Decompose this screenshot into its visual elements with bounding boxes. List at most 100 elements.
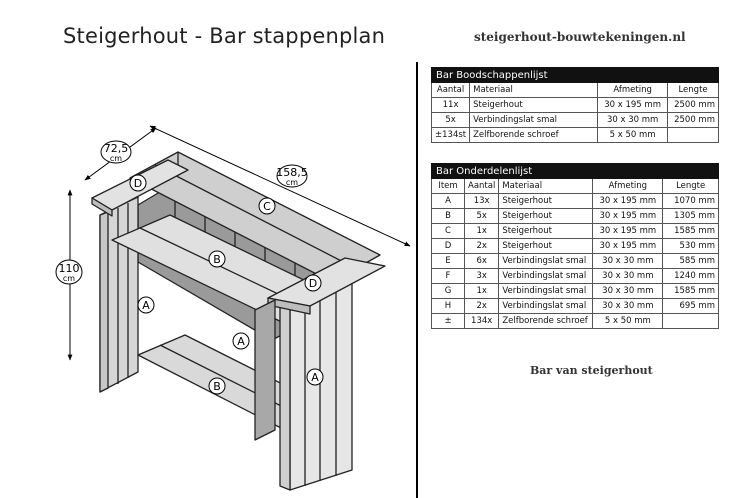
cell-lengte: 585 mm	[662, 253, 719, 269]
part-label-b: B	[213, 253, 221, 266]
side-panel-left-face	[99, 211, 109, 393]
part-label-b: B	[213, 380, 221, 393]
cell-aantal: 134x	[463, 313, 500, 329]
cell-aantal: ±134st	[430, 127, 471, 143]
column-header: Item	[431, 178, 465, 194]
cell-afmeting: 30 x 30 mm	[592, 298, 664, 314]
cell-materiaal: Steigerhout	[498, 238, 594, 254]
cell-afmeting: 30 x 195 mm	[592, 193, 664, 209]
cell-afmeting: 5 x 50 mm	[597, 127, 669, 143]
cell-afmeting: 30 x 195 mm	[592, 208, 664, 224]
page-title: Steigerhout - Bar stappenplan	[63, 24, 386, 48]
cell-materiaal: Verbindingslat smal	[498, 253, 594, 269]
column-header: Aantal	[430, 82, 471, 98]
cell-item: ±	[431, 313, 465, 329]
cell-aantal: 13x	[463, 193, 500, 209]
cell-materiaal: Steigerhout	[469, 97, 599, 113]
cell-materiaal: Steigerhout	[498, 208, 594, 224]
cell-afmeting: 5 x 50 mm	[592, 313, 664, 329]
column-header: Materiaal	[498, 178, 594, 194]
cell-aantal: 2x	[463, 238, 500, 254]
column-header: Afmeting	[592, 178, 664, 194]
cell-aantal: 11x	[430, 97, 471, 113]
shopping-list-table: Bar Boodschappenlijst Aantal Materiaal A…	[430, 67, 719, 143]
cell-afmeting: 30 x 195 mm	[597, 97, 669, 113]
cell-lengte: 1585 mm	[662, 283, 719, 299]
parts-list-title: Bar Onderdelenlijst	[431, 163, 719, 179]
table-row: ±134st Zelfborende schroef 5 x 50 mm	[430, 127, 719, 143]
inner-partition	[254, 299, 276, 441]
cell-afmeting: 30 x 30 mm	[592, 268, 664, 284]
cell-lengte: 695 mm	[662, 298, 719, 314]
part-label-a: A	[311, 371, 319, 384]
cell-lengte	[662, 313, 719, 329]
cell-lengte: 2500 mm	[667, 97, 719, 113]
cell-item: F	[431, 268, 465, 284]
cell-afmeting: 30 x 195 mm	[592, 223, 664, 239]
column-header: Afmeting	[597, 82, 669, 98]
cell-aantal: 6x	[463, 253, 500, 269]
cell-lengte: 1585 mm	[662, 223, 719, 239]
cell-lengte: 530 mm	[662, 238, 719, 254]
cell-materiaal: Steigerhout	[498, 223, 594, 239]
column-header: Lengte	[667, 82, 719, 98]
shopping-list-title: Bar Boodschappenlijst	[431, 67, 719, 83]
cell-afmeting: 30 x 30 mm	[592, 253, 664, 269]
cell-item: A	[431, 193, 465, 209]
cell-materiaal: Verbindingslat smal	[498, 283, 594, 299]
cell-materiaal: Verbindingslat smal	[498, 298, 594, 314]
table-title: Onderdelenlijst	[456, 165, 533, 177]
parts-list-table: Bar Onderdelenlijst Item Aantal Materiaa…	[431, 163, 719, 329]
depth-value: 72,5	[104, 142, 129, 155]
column-header: Lengte	[662, 178, 719, 194]
column-header: Materiaal	[469, 82, 599, 98]
cell-item: D	[431, 238, 465, 254]
table-row: 5x Verbindingslat smal 30 x 30 mm 2500 m…	[430, 112, 719, 128]
cell-item: B	[431, 208, 465, 224]
table-row: 11x Steigerhout 30 x 195 mm 2500 mm	[430, 97, 719, 113]
cell-item: H	[431, 298, 465, 314]
cell-item: C	[431, 223, 465, 239]
cell-aantal: 2x	[463, 298, 500, 314]
cell-afmeting: 30 x 30 mm	[597, 112, 669, 128]
cell-aantal: 3x	[463, 268, 500, 284]
part-label-c: C	[263, 200, 271, 213]
width-dimension-line	[149, 125, 411, 247]
part-label-d: D	[309, 277, 317, 290]
website-url[interactable]: steigerhout-bouwtekeningen.nl	[474, 30, 686, 44]
width-value: 158,5	[276, 166, 308, 179]
cell-lengte: 1240 mm	[662, 268, 719, 284]
cell-materiaal: Verbindingslat smal	[498, 268, 594, 284]
cell-lengte: 1305 mm	[662, 208, 719, 224]
cell-materiaal: Zelfborende schroef	[469, 127, 599, 143]
cell-afmeting: 30 x 30 mm	[592, 283, 664, 299]
part-label-d: D	[134, 177, 142, 190]
depth-unit: cm	[110, 154, 122, 163]
cell-lengte: 1070 mm	[662, 193, 719, 209]
cell-lengte: 2500 mm	[667, 112, 719, 128]
height-value: 110	[59, 262, 80, 275]
column-header: Aantal	[463, 178, 500, 194]
cell-materiaal: Verbindingslat smal	[469, 112, 599, 128]
cell-aantal: 5x	[430, 112, 471, 128]
cell-materiaal: Steigerhout	[498, 193, 594, 209]
table-title-prefix: Bar	[436, 69, 454, 81]
cell-afmeting: 30 x 195 mm	[592, 238, 664, 254]
cell-lengte	[667, 127, 719, 143]
cell-aantal: 5x	[463, 208, 500, 224]
cell-item: G	[431, 283, 465, 299]
part-label-a: A	[237, 335, 245, 348]
vertical-divider	[416, 62, 418, 498]
table-title-prefix: Bar	[436, 165, 454, 177]
table-title: Boodschappenlijst	[456, 69, 548, 81]
cell-item: E	[431, 253, 465, 269]
part-label-a: A	[142, 299, 150, 312]
cell-materiaal: Zelfborende schroef	[498, 313, 594, 329]
